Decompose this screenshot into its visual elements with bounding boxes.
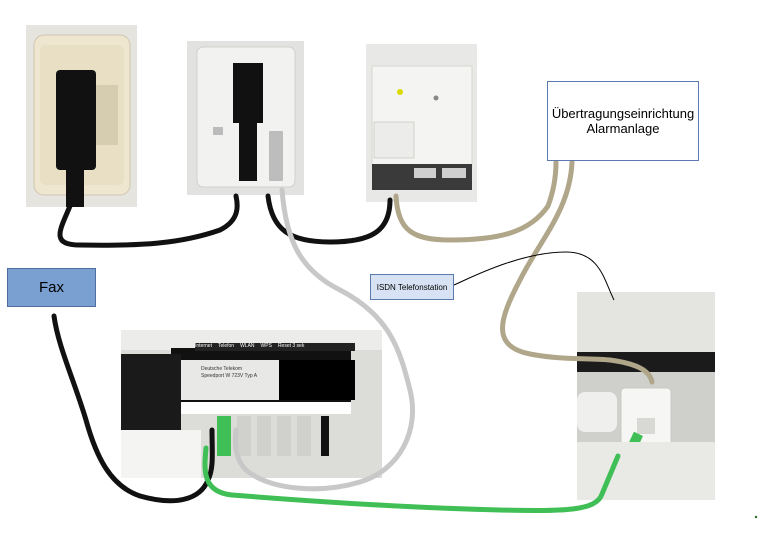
black-cable-tae-splitter	[57, 193, 240, 248]
router-port-wlan: WLAN	[240, 343, 255, 349]
router-port-wps: WPS	[260, 343, 272, 349]
router-model: Speedport W 723V Typ A	[201, 373, 258, 379]
beige-cable-ntba-alarm	[393, 159, 559, 243]
beige-cable-alarm-isdn	[500, 159, 655, 385]
isdn-station-label-text: ISDN Telefonstation	[376, 282, 448, 292]
alarm-transmission-device-label: Übertragungseinrichtung Alarmanlage	[547, 81, 699, 161]
tae-socket-illustration	[26, 25, 137, 207]
router-port-labels: Internet Telefon WLAN WPS Reset 3 sek	[195, 343, 355, 351]
isdn-station-label: ISDN Telefonstation	[370, 274, 454, 300]
router-brand: Deutsche Telekom	[201, 366, 243, 372]
isdn-socket-photo	[577, 292, 715, 500]
green-cable-router-isdn	[202, 445, 621, 513]
black-cable-splitter-ntba	[265, 193, 393, 245]
fax-label-text: Fax	[38, 279, 64, 296]
speedport-router-photo: Internet Telefon WLAN WPS Reset 3 sek De…	[121, 330, 382, 478]
ntba-illustration	[366, 44, 477, 202]
speedport-illustration	[121, 330, 382, 478]
black-cable-fax-router	[51, 313, 215, 504]
fax-label: Fax	[7, 268, 96, 307]
splitter-photo	[187, 41, 304, 195]
isdn-connector-line	[453, 251, 615, 301]
router-port-telefon: Telefon	[217, 343, 235, 349]
splitter-illustration	[187, 41, 304, 195]
tae-wall-socket-photo	[26, 25, 137, 207]
ntba-photo	[366, 44, 477, 202]
router-port-reset: Reset 3 sek	[277, 343, 305, 349]
grey-cable-splitter-router	[232, 187, 416, 492]
alarm-label-line2: Alarmanlage	[586, 121, 660, 136]
alarm-label-line1: Übertragungseinrichtung	[551, 106, 695, 121]
router-port-internet: Internet	[195, 343, 212, 349]
isdn-socket-illustration	[577, 292, 715, 500]
stray-dot	[754, 515, 758, 519]
